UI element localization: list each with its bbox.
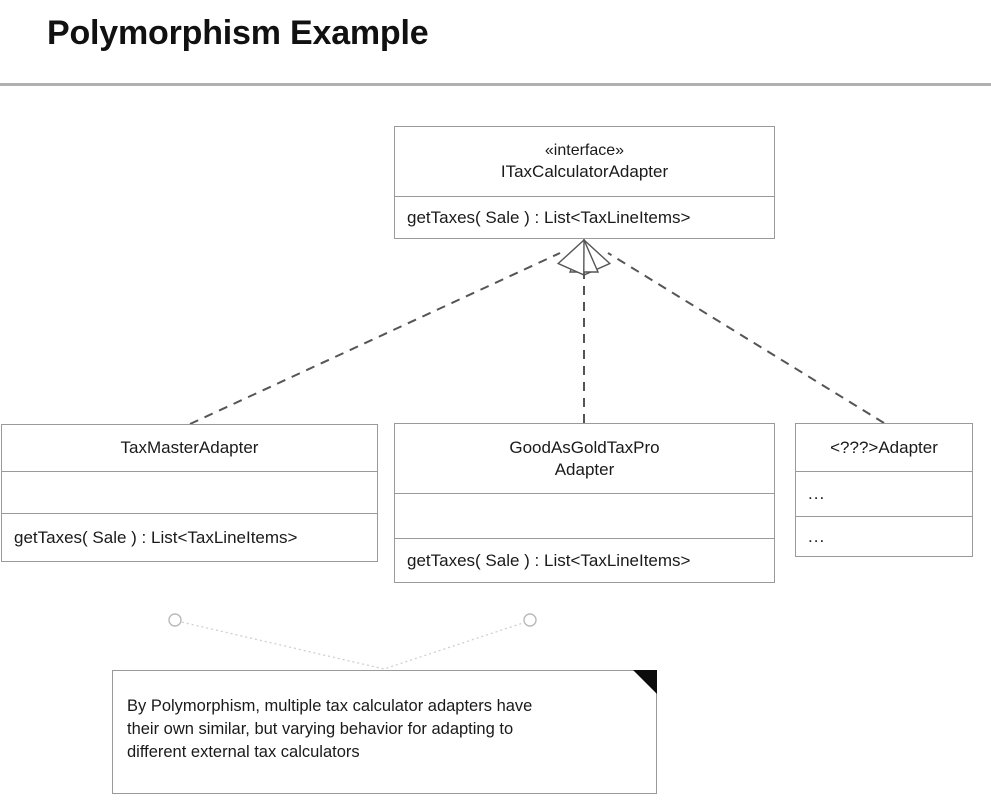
title-divider xyxy=(0,83,991,86)
class-operations-compartment: ... xyxy=(796,516,972,556)
class-name: <???>Adapter xyxy=(830,437,938,457)
class-name-compartment: GoodAsGoldTaxPro Adapter xyxy=(395,424,774,493)
class-attributes-compartment xyxy=(395,493,774,538)
class-name-line-2: Adapter xyxy=(554,459,615,479)
note-anchor-handle-right[interactable] xyxy=(523,613,537,627)
class-attribute: ... xyxy=(808,484,826,503)
class-name-compartment: «interface» ITaxCalculatorAdapter xyxy=(395,127,774,196)
note-anchor-handle-left[interactable] xyxy=(168,613,182,627)
page-title: Polymorphism Example xyxy=(47,14,429,52)
uml-class-goodasgoldtaxproadapter[interactable]: GoodAsGoldTaxPro Adapter getTaxes( Sale … xyxy=(394,423,775,583)
realization-line-taxmasteradapter xyxy=(189,252,561,425)
realization-arrowhead-right xyxy=(556,238,585,277)
class-name-line-1: GoodAsGoldTaxPro xyxy=(509,437,660,457)
note-text: By Polymorphism, multiple tax calculator… xyxy=(127,697,533,761)
note-anchor-line xyxy=(176,620,530,670)
class-operation: getTaxes( Sale ) : List<TaxLineItems> xyxy=(14,527,298,547)
realization-line-unknownadapter xyxy=(607,252,885,424)
class-stereotype: «interface» xyxy=(544,142,625,160)
class-name: ITaxCalculatorAdapter xyxy=(500,162,669,182)
class-operation: getTaxes( Sale ) : List<TaxLineItems> xyxy=(407,550,691,570)
class-name-compartment: <???>Adapter xyxy=(796,424,972,471)
class-attributes-compartment xyxy=(2,471,377,513)
uml-class-itaxcalculatoradapter[interactable]: «interface» ITaxCalculatorAdapter getTax… xyxy=(394,126,775,239)
class-operation: getTaxes( Sale ) : List<TaxLineItems> xyxy=(407,207,691,227)
class-operations-compartment: getTaxes( Sale ) : List<TaxLineItems> xyxy=(2,513,377,561)
class-attributes-compartment: ... xyxy=(796,471,972,516)
uml-note[interactable]: By Polymorphism, multiple tax calculator… xyxy=(112,670,657,794)
class-name-compartment: TaxMasterAdapter xyxy=(2,425,377,471)
class-operations-compartment: getTaxes( Sale ) : List<TaxLineItems> xyxy=(395,196,774,238)
class-name: TaxMasterAdapter xyxy=(120,438,259,457)
class-operation: ... xyxy=(808,526,826,546)
class-operations-compartment: getTaxes( Sale ) : List<TaxLineItems> xyxy=(395,538,774,582)
uml-class-taxmasteradapter[interactable]: TaxMasterAdapter getTaxes( Sale ) : List… xyxy=(1,424,378,562)
uml-class-unknownadapter[interactable]: <???>Adapter ... ... xyxy=(795,423,973,557)
realization-arrowhead-middle xyxy=(568,238,600,273)
realization-arrowhead-left xyxy=(583,238,612,277)
note-fold-corner-icon xyxy=(633,670,657,694)
